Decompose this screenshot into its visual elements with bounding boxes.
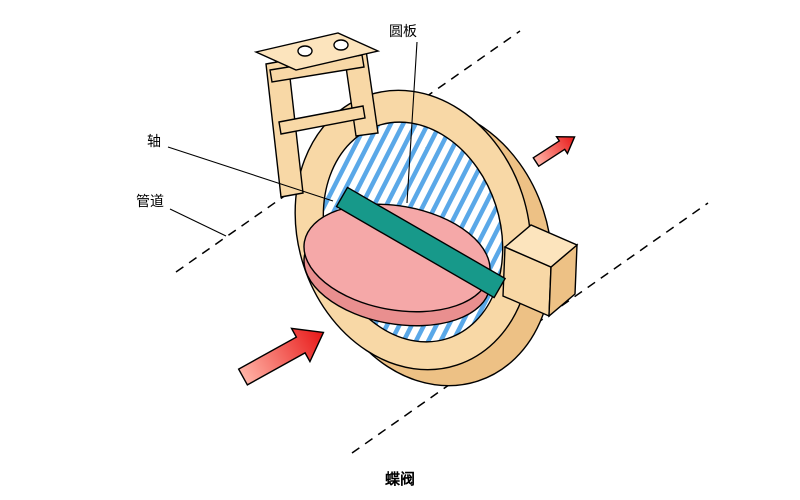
side-pad-block — [502, 224, 579, 318]
bolt-hole — [333, 39, 349, 51]
pipe-dashed-line-lower — [351, 202, 709, 454]
bracket-mid-cross-member — [278, 105, 366, 135]
side-pad-top-face — [503, 224, 579, 268]
mounting-bracket — [253, 32, 381, 198]
diagram-caption: 蝶阀 — [385, 470, 415, 488]
shaft-leader-line — [167, 146, 334, 202]
pipe-leader-line — [169, 208, 227, 237]
bolt-hole — [297, 45, 313, 57]
shaft-label: 轴 — [147, 134, 161, 150]
disc-leader-line — [406, 41, 418, 204]
flow-outlet-arrow-icon — [532, 136, 576, 168]
pipe-label: 管道 — [136, 194, 164, 210]
flow-inlet-arrow-icon — [237, 327, 325, 386]
shaft-bar — [335, 186, 507, 299]
disc-label: 圆板 — [389, 24, 417, 40]
